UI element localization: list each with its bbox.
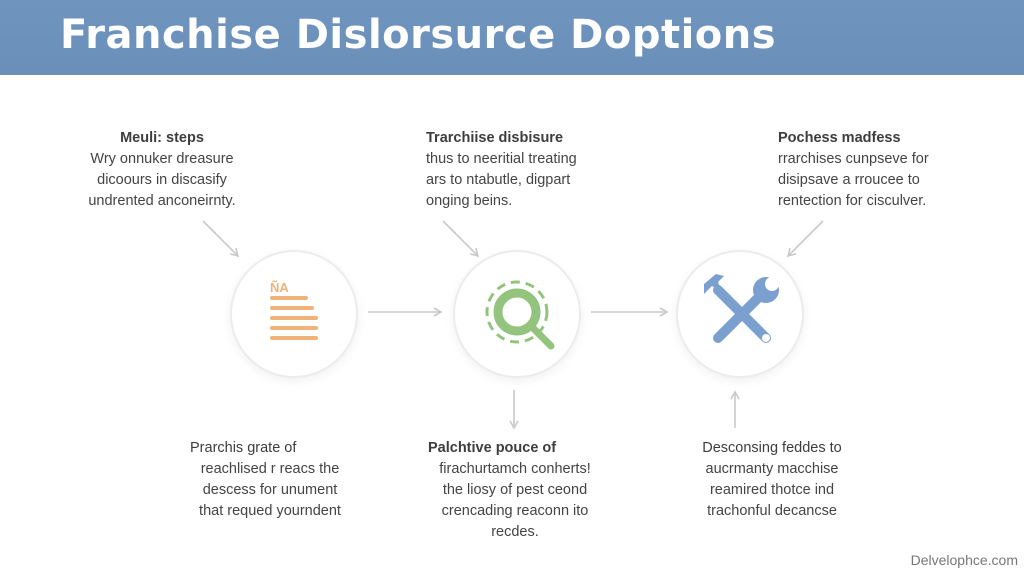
bottom-block-2-line-3: crencading reaconn ito [441, 503, 589, 519]
arrow-top-right [786, 220, 824, 258]
bottom-block-3-line-2: reamired thotce ind [709, 482, 835, 498]
bottom-block-1-line-3: that requed yourndent [199, 503, 341, 519]
top-block-1-line-3: undrented anconeirnty. [88, 193, 236, 209]
bottom-block-2-heading: Palchtive pouce of [428, 440, 557, 456]
top-block-2-line-3: onging beins. [426, 193, 513, 209]
bottom-text-block-3: Desconsing feddes to aucrmanty macchise … [672, 438, 872, 522]
top-block-2-heading: Trarchiise disbisure [426, 130, 564, 146]
bottom-block-3-line-1: aucrmanty macchise [705, 461, 839, 477]
bottom-text-block-2: Palchtive pouce of firachurtamch conhert… [410, 438, 620, 543]
bottom-block-2-line-1: firachurtamch conherts! [439, 461, 591, 477]
top-block-3-line-1: rrarchises cunpseve for [778, 151, 929, 167]
step-circle-1: ÑA [230, 250, 358, 378]
arrow-top-middle [442, 220, 480, 258]
top-block-1-line-2: dicoours in discasify [97, 172, 227, 188]
step-circle-2 [453, 250, 581, 378]
bottom-block-1-line-1: reachlised r reacs the [200, 461, 340, 477]
top-text-block-1: Meuli: steps Wry onnuker dreasure dicoou… [62, 128, 262, 212]
bottom-block-3-line-3: trachonful decancse [707, 503, 837, 519]
top-block-1-line-1: Wry onnuker dreasure [90, 151, 234, 167]
footer-brand: Delvelophce.com [910, 552, 1018, 568]
bottom-text-block-1: Prarchis grate of reachlised r reacs the… [170, 438, 370, 522]
bottom-block-3-heading: Desconsing feddes to [702, 440, 842, 456]
document-icon: ÑA [270, 280, 318, 340]
bottom-block-2-line-4: recdes. [491, 524, 539, 540]
bottom-block-1-line-2: descess for unument [202, 482, 338, 498]
top-block-3-line-2: disipsave a rroucee to [778, 172, 920, 188]
top-block-3-line-3: rentection for cisculver. [778, 193, 927, 209]
document-badge: ÑA [270, 280, 289, 295]
step-circle-3 [676, 250, 804, 378]
top-block-2-line-1: thus to neeritial treating [426, 151, 577, 167]
page-title: Franchise Dislorsurce Doptions [60, 12, 777, 58]
top-text-block-2: Trarchiise disbisure thus to neeritial t… [410, 128, 620, 212]
top-block-2-line-2: ars to ntabutle, digpart [426, 172, 571, 188]
top-text-block-3: Pochess madfess rrarchises cunpseve for … [760, 128, 970, 212]
title-banner: Franchise Dislorsurce Doptions [0, 0, 1024, 75]
top-block-3-heading: Pochess madfess [778, 130, 901, 146]
bottom-block-1-heading: Prarchis grate of [190, 440, 297, 456]
top-block-1-heading: Meuli: steps [120, 130, 204, 146]
bottom-block-2-line-2: the liosy of pest ceond [442, 482, 588, 498]
wrench-icon [704, 274, 779, 343]
arrow-top-left [202, 220, 240, 258]
magnifier-icon [485, 280, 555, 350]
